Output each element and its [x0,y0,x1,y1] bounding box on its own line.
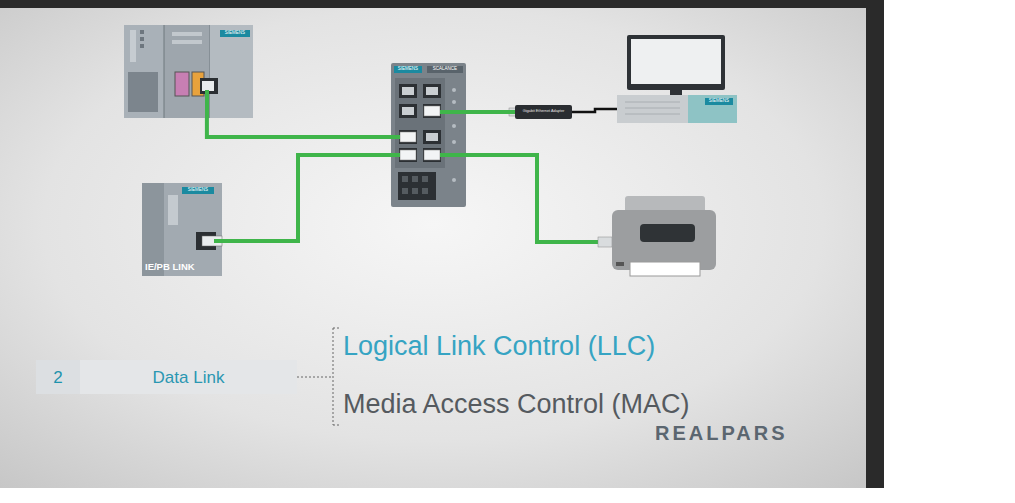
brand-label: SIEMENS [182,187,214,194]
sublayer-label: Media Access Control (MAC) [343,389,690,420]
network-switch: SIEMENS SCALANCE [391,63,466,207]
layer-number: 2 [36,360,80,394]
panel-ground [0,8,866,488]
network-cable [222,155,391,241]
adapter-illustration [509,105,572,119]
brand-label: SIEMENS [394,66,422,73]
adapter-label: Gigabit Ethernet Adapter [516,106,571,118]
layer-name: Data Link [80,360,297,394]
brand-label: SIEMENS [220,30,250,37]
watermark: REALPARS [655,422,788,445]
ie-pb-link: SIEMENS IE/PB LINK [142,183,222,276]
brand-label: SIEMENS [705,98,733,105]
top-bar [0,0,884,8]
side-bar [866,0,884,488]
osi-layer-band: 2Data Link [36,360,297,394]
bracket [297,328,340,425]
ie-pb-link-illustration [142,183,222,276]
sublayer-label: Logical Link Control (LLC) [343,331,655,362]
pc-illustration [617,35,737,123]
ethernet-adapter: Gigabit Ethernet Adapter [515,105,572,119]
plc-illustration [124,25,253,118]
model-label: SCALANCE [427,66,463,73]
switch-illustration [391,63,466,207]
network-cable [207,118,391,137]
device-name: IE/PB LINK [145,261,205,273]
industrial-pc: SIEMENS [617,95,737,123]
plc-device: SIEMENS [124,25,253,118]
network-cable [466,110,515,114]
network-cable [572,109,617,112]
printer-illustration [466,155,716,276]
